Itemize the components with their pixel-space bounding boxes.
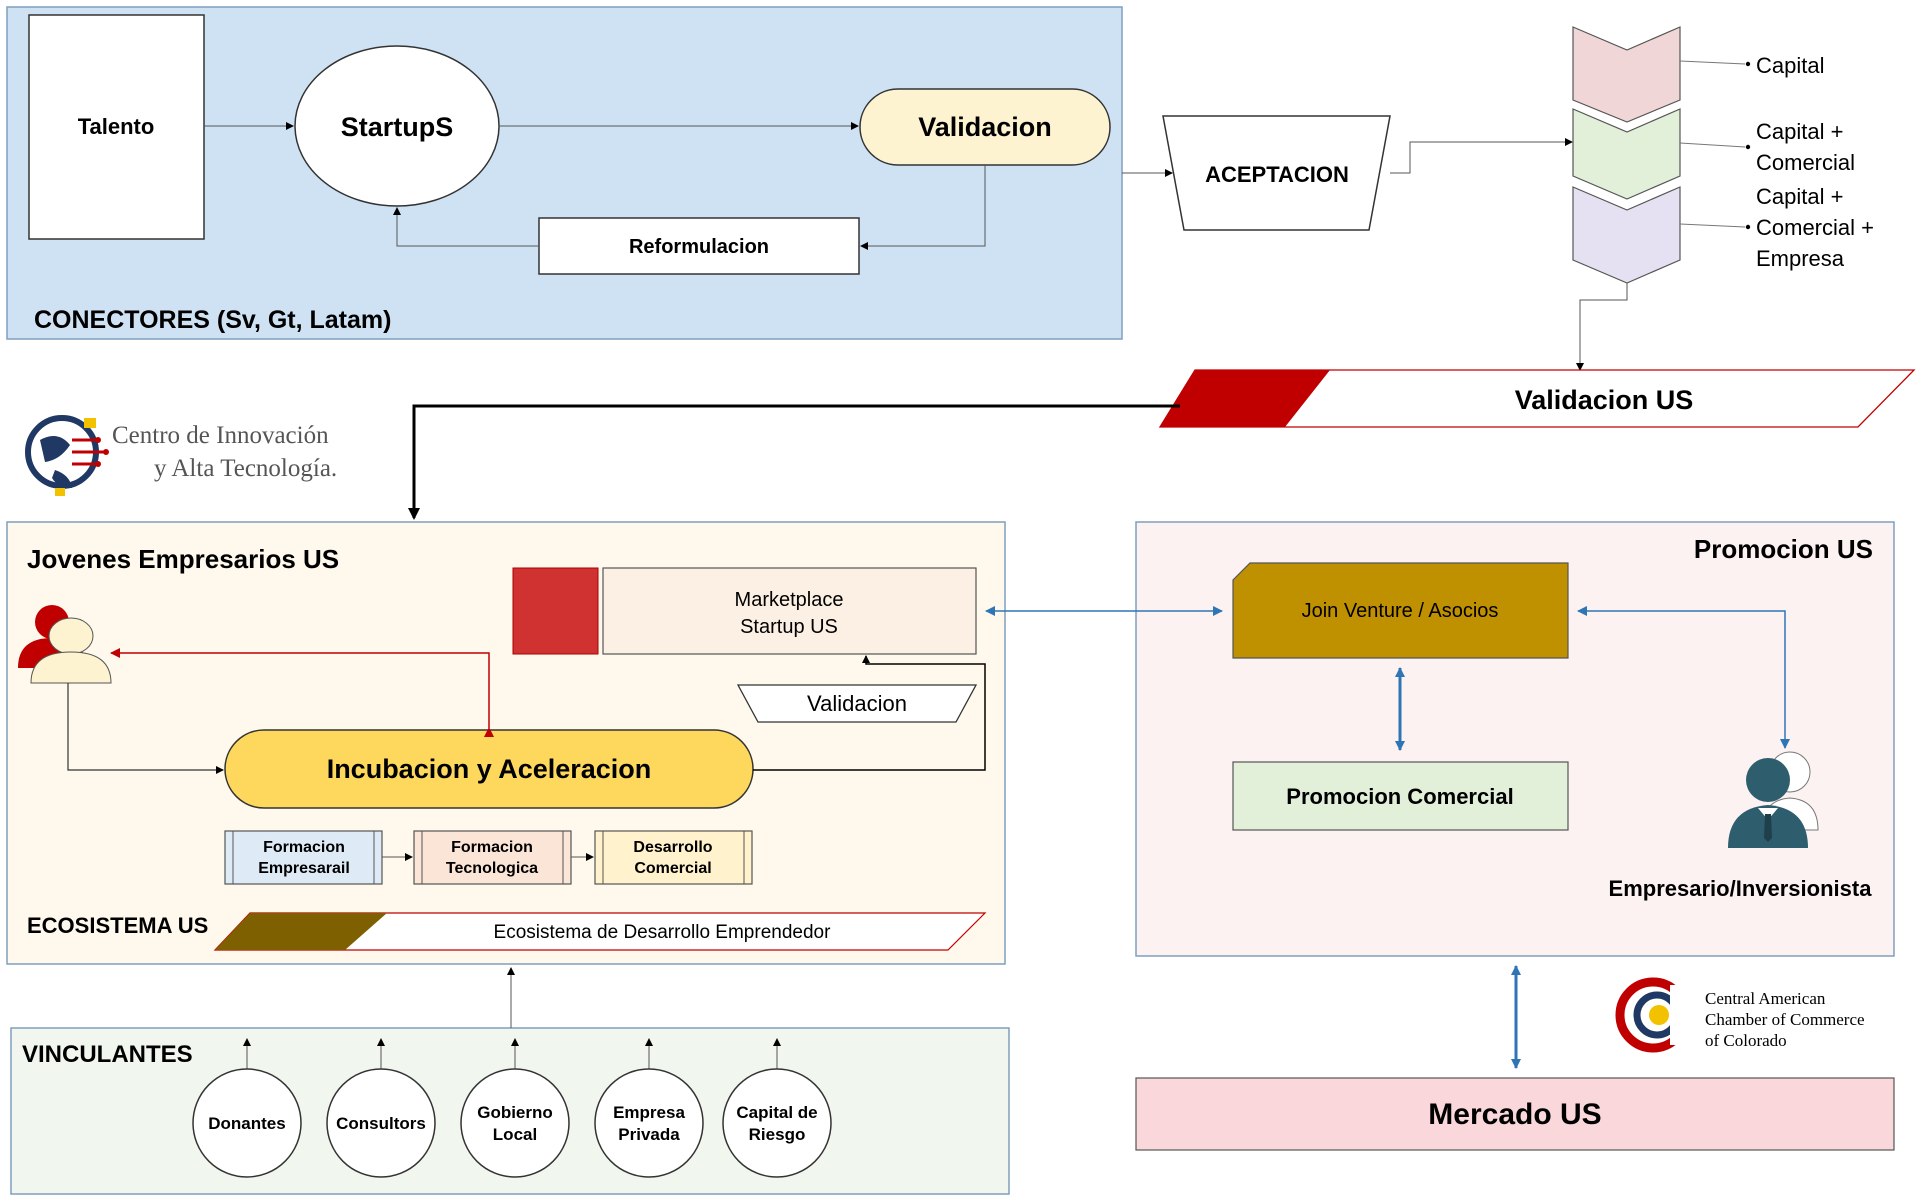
marketplace-accent — [512, 567, 599, 655]
capital-empresa-line2: Comercial + — [1756, 215, 1874, 240]
marketplace-line1: Marketplace — [735, 589, 844, 611]
vinculante-donantes: Donantes — [192, 1038, 302, 1178]
step-formacion-tecnologica — [413, 830, 572, 885]
arrow-incubacion-person — [110, 648, 494, 737]
connector-capital — [1679, 60, 1746, 65]
step3-line1: Desarrollo — [633, 839, 712, 856]
promocion-comercial-box — [1232, 761, 1569, 831]
arrow-validacion-reformulacion — [860, 165, 986, 250]
ecosistema-banner-label: Ecosistema de Desarrollo Emprendedor — [494, 922, 832, 943]
person-group-icon — [18, 605, 112, 684]
step1-line2: Empresarail — [258, 860, 350, 877]
consultors-label: Consultors — [336, 1114, 426, 1133]
cit-logo-line1: Centro de Innovación — [112, 422, 329, 449]
marketplace-box — [602, 567, 977, 655]
capital-label: Capital — [1756, 53, 1824, 78]
arrow-reformulacion-startups — [393, 207, 539, 247]
step-desarrollo-comercial — [594, 830, 753, 885]
chamber-logo-icon — [1615, 977, 1700, 1053]
arrow-person-incubacion — [67, 683, 224, 774]
step-formacion-empresarial — [224, 830, 383, 885]
startups-label: StartupS — [341, 112, 454, 142]
validacion-label: Validacion — [918, 112, 1052, 142]
vinculantes-title: VINCULANTES — [22, 1041, 193, 1068]
step3-line2: Comercial — [634, 860, 711, 877]
chamber-line2: Chamber of Commerce — [1705, 1010, 1865, 1029]
mercado-us-box — [1135, 1077, 1895, 1151]
jovenes-title: Jovenes Empresarios US — [27, 544, 339, 574]
chevron-capital-comercial-empresa — [1572, 186, 1681, 284]
aceptacion-trapezoid — [1162, 115, 1391, 231]
validacion-us-banner — [1158, 369, 1916, 428]
vinculante-capital-riesgo: Capital de Riesgo — [722, 1038, 832, 1178]
talento-label: Talento — [78, 114, 155, 139]
promocion-title: Promocion US — [1694, 534, 1873, 564]
join-venture-box — [1232, 562, 1569, 659]
capital-riesgo-line1: Capital de — [736, 1103, 817, 1122]
ecosistema-label: ECOSISTEMA US — [27, 913, 208, 938]
step1-line1: Formacion — [263, 839, 345, 856]
promocion-comercial-label: Promocion Comercial — [1286, 784, 1513, 809]
arrow-aceptacion-chevrons — [1390, 138, 1573, 174]
incubacion-label: Incubacion y Aceleracion — [327, 754, 652, 784]
capital-empresa-line3: Empresa — [1756, 246, 1845, 271]
arrow-validacion-us-jovenes — [408, 404, 1180, 520]
ecosistema-accent — [215, 913, 387, 950]
capital-riesgo-line2: Riesgo — [749, 1125, 806, 1144]
chevron-capital-comercial — [1572, 108, 1681, 200]
arrow-chevrons-validacion-us — [1576, 283, 1628, 371]
marketplace-line2: Startup US — [740, 616, 838, 638]
connector-capital-empresa — [1679, 223, 1746, 228]
capital-empresa-line1: Capital + — [1756, 184, 1843, 209]
validacion-us-accent — [1160, 370, 1330, 427]
empresa-line1: Empresa — [613, 1103, 685, 1122]
gobierno-line2: Local — [493, 1125, 537, 1144]
vinculante-consultors: Consultors — [326, 1038, 436, 1178]
empresario-label: Empresario/Inversionista — [1609, 876, 1873, 901]
bullet-2 — [1745, 144, 1751, 150]
arrow-incubacion-marketplace — [753, 655, 986, 771]
chamber-line1: Central American — [1705, 989, 1826, 1008]
validacion-trapezoid — [736, 684, 978, 723]
gobierno-line1: Gobierno — [477, 1103, 553, 1122]
chevron-capital — [1572, 26, 1681, 123]
step2-line1: Formacion — [451, 839, 533, 856]
validacion-us-label: Validacion US — [1515, 385, 1694, 415]
cit-logo-icon — [25, 415, 109, 496]
empresa-line2: Privada — [618, 1125, 680, 1144]
join-venture-label: Join Venture / Asocios — [1302, 600, 1499, 622]
step2-line2: Tecnologica — [446, 860, 538, 877]
conectores-title: CONECTORES (Sv, Gt, Latam) — [34, 306, 391, 334]
validacion-small-label: Validacion — [807, 691, 907, 716]
aceptacion-label: ACEPTACION — [1205, 162, 1349, 187]
reformulacion-box — [538, 217, 860, 275]
capital-comercial-line1: Capital + — [1756, 119, 1843, 144]
connector-capital-comercial — [1679, 142, 1746, 148]
mercado-us-label: Mercado US — [1428, 1098, 1601, 1131]
businessman-icon — [1728, 751, 1819, 848]
talento-box — [28, 14, 205, 240]
donantes-label: Donantes — [208, 1114, 285, 1133]
reformulacion-label: Reformulacion — [629, 236, 769, 258]
vinculante-gobierno-local: Gobierno Local — [460, 1038, 570, 1178]
arrow-join-empresario — [1577, 606, 1790, 749]
cit-logo-line2: y Alta Tecnología. — [154, 455, 337, 482]
chamber-line3: of Colorado — [1705, 1031, 1787, 1050]
bullet-1 — [1745, 61, 1751, 67]
vinculante-empresa-privada: Empresa Privada — [594, 1038, 704, 1178]
capital-comercial-line2: Comercial — [1756, 150, 1855, 175]
bullet-3 — [1745, 224, 1751, 230]
